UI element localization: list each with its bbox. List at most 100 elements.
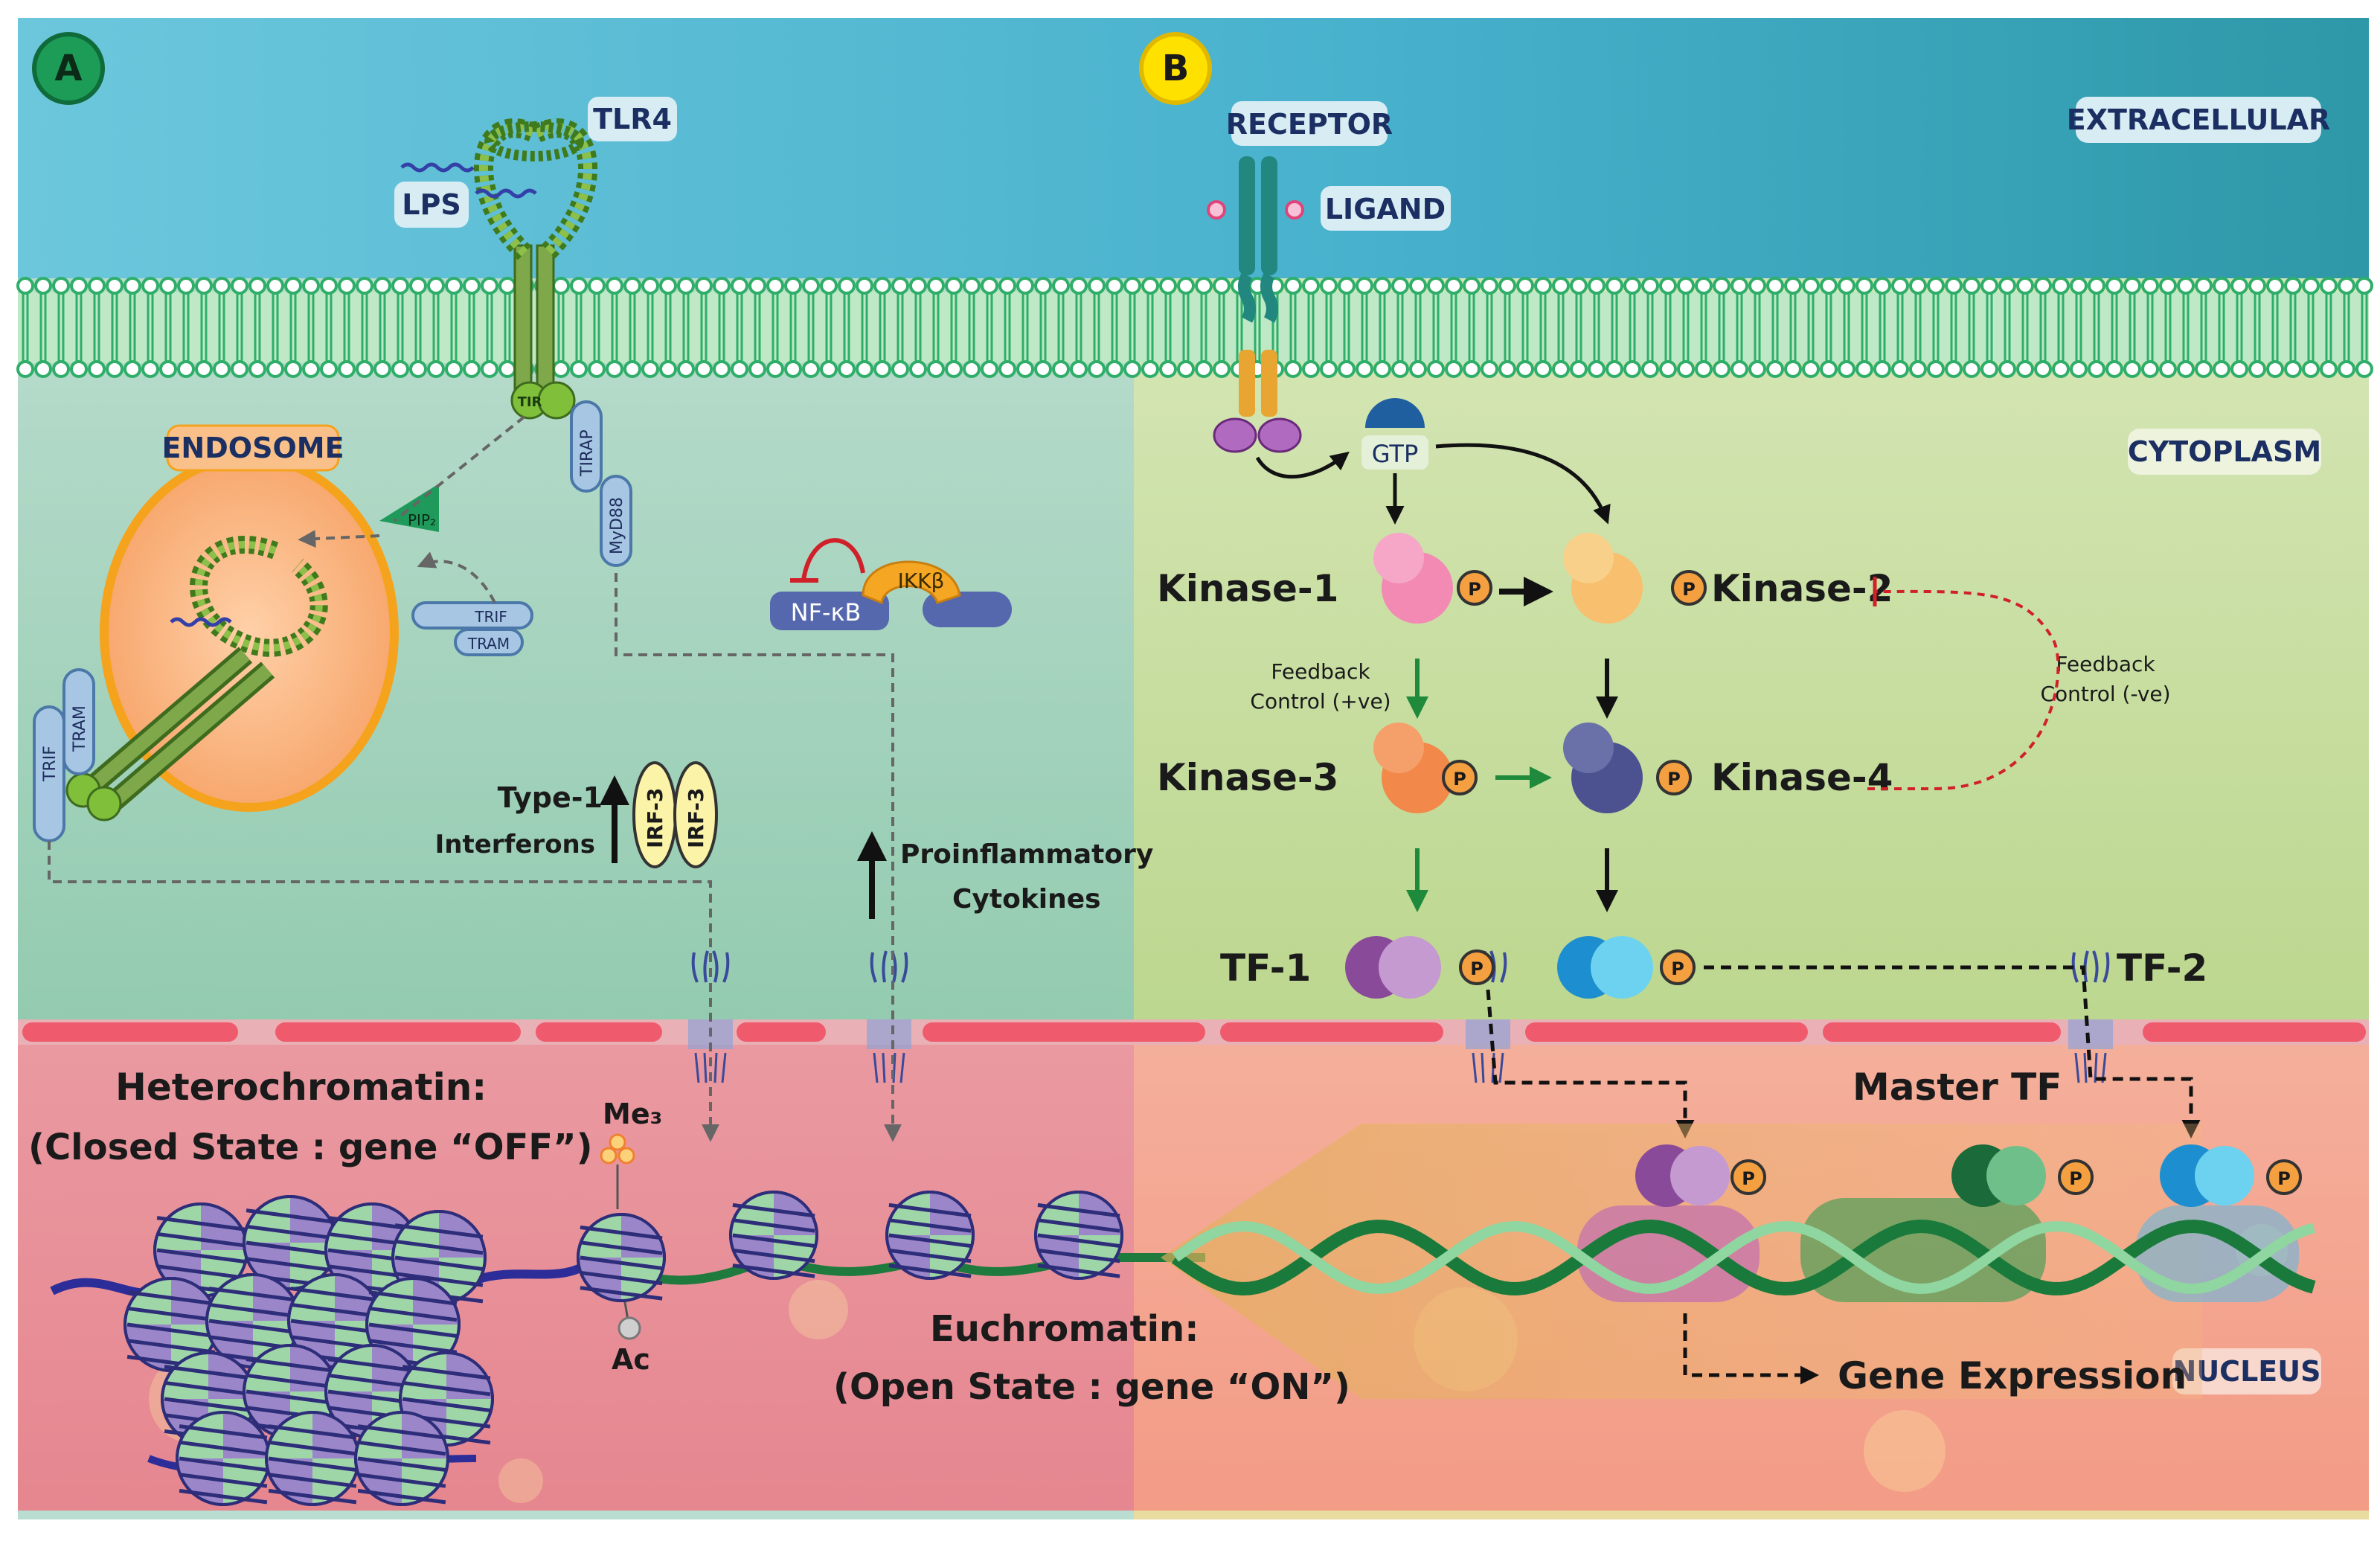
lipid-head	[159, 277, 177, 295]
lipid-head	[1016, 277, 1034, 295]
lipid-head	[1516, 360, 1534, 378]
lipid-head	[588, 360, 606, 378]
lipid-head	[373, 360, 391, 378]
lipid-head	[784, 360, 802, 378]
ligand-tag: LIGAND	[1325, 193, 1446, 225]
panel-a-badge	[32, 32, 105, 105]
lipid-head	[409, 277, 427, 295]
lipid-head	[1588, 277, 1606, 295]
lipid-head	[802, 360, 820, 378]
lipid-head	[784, 277, 802, 295]
lipid-head	[2105, 277, 2123, 295]
lipid-head	[2177, 277, 2195, 295]
lipid-head	[2302, 360, 2320, 378]
tlr4-receptor	[474, 118, 597, 420]
nfkb-box	[770, 592, 889, 630]
lipid-head	[2338, 277, 2355, 295]
lipid-head	[141, 277, 159, 295]
lipid-head	[1623, 277, 1641, 295]
lipid-head	[1195, 277, 1213, 295]
gtp-tag: GTP	[1372, 440, 1419, 468]
lipid-head	[820, 360, 838, 378]
lipid-head	[2070, 360, 2088, 378]
lipid-head	[1820, 277, 1838, 295]
lipid-head	[1784, 277, 1802, 295]
tf-import-paths	[1486, 965, 2201, 1138]
lipid-head	[2320, 360, 2338, 378]
lipid-head	[1570, 277, 1588, 295]
kinase-2-label: Kinase-2	[1711, 567, 1893, 610]
lipid-head	[713, 360, 731, 378]
kinase-2-shape	[1563, 533, 1707, 624]
lipid-head	[1552, 360, 1570, 378]
feedback-neg-line1: Feedback	[2056, 652, 2155, 676]
lipid-head	[1373, 360, 1391, 378]
extracellular-tag-bg	[2076, 97, 2321, 143]
lipid-head	[338, 360, 356, 378]
p-tf-1: P	[1470, 958, 1484, 979]
lipid-head	[802, 277, 820, 295]
lipid-head	[2052, 277, 2070, 295]
lipid-head	[2123, 277, 2141, 295]
extracellular-tag: EXTRACELLULAR	[2067, 103, 2331, 136]
endosome-tag: ENDOSOME	[161, 432, 344, 464]
lipid-head	[1998, 360, 2016, 378]
lipid-head	[1552, 277, 1570, 295]
lipid-head	[1677, 360, 1695, 378]
p-bound-master-tf: P	[2069, 1168, 2082, 1189]
lipid-head	[106, 277, 124, 295]
lipid-head	[1159, 277, 1177, 295]
lipid-head	[2213, 277, 2230, 295]
lipid-head	[981, 360, 998, 378]
lipid-head	[213, 360, 231, 378]
lipid-head	[1427, 277, 1445, 295]
lipid-head	[1909, 277, 1927, 295]
lipid-head	[1802, 277, 1820, 295]
lipid-head	[2123, 360, 2141, 378]
euchromatin-linker	[593, 1252, 1205, 1285]
lipid-head	[963, 277, 981, 295]
master-tf-label: Master TF	[1853, 1066, 2062, 1109]
heterochromatin-line1: Heterochromatin:	[115, 1066, 487, 1109]
ac-label: Ac	[612, 1343, 650, 1376]
lipid-head	[124, 360, 141, 378]
kinase-1-shape	[1373, 533, 1492, 624]
lipid-head	[195, 360, 213, 378]
lipid-head	[2052, 360, 2070, 378]
lps-molecule	[400, 162, 537, 199]
lipid-head	[2248, 360, 2266, 378]
lipid-head	[998, 360, 1016, 378]
bound-master-tf	[1951, 1144, 2094, 1207]
endosome-tag-bg	[166, 424, 340, 472]
lipid-head	[302, 360, 320, 378]
nfkb-inhibition	[801, 538, 865, 581]
lipid-head	[1498, 360, 1516, 378]
lipid-head	[659, 360, 677, 378]
gene-expression-arrow	[1683, 1313, 1819, 1385]
lipid-head	[1106, 360, 1123, 378]
lipid-head	[1391, 277, 1409, 295]
lipid-head	[1659, 360, 1677, 378]
lipid-head	[2230, 360, 2248, 378]
lipid-head	[1463, 277, 1481, 295]
lipid-head	[356, 360, 373, 378]
lipid-head	[1748, 360, 1766, 378]
irf3-label-2: IRF-3	[684, 788, 708, 848]
lipid-head	[748, 277, 766, 295]
lipid-head	[2195, 277, 2213, 295]
lipid-head	[1873, 360, 1891, 378]
tram-cytosol-label: TRAM	[467, 635, 510, 653]
lipid-head	[1320, 360, 1338, 378]
lipid-head	[1481, 360, 1498, 378]
lipid-head	[1784, 360, 1802, 378]
lipid-head	[891, 360, 909, 378]
type1-label-line1: Type-1	[498, 781, 603, 814]
lipid-head	[1088, 360, 1106, 378]
lipid-head	[1677, 277, 1695, 295]
endosomal-tlr4	[65, 536, 328, 821]
lipid-head	[1695, 277, 1713, 295]
lipid-head	[981, 277, 998, 295]
myd88-label: MyD88	[608, 497, 626, 554]
lipid-head	[1909, 360, 1927, 378]
negative-feedback-loop	[1867, 589, 2060, 790]
